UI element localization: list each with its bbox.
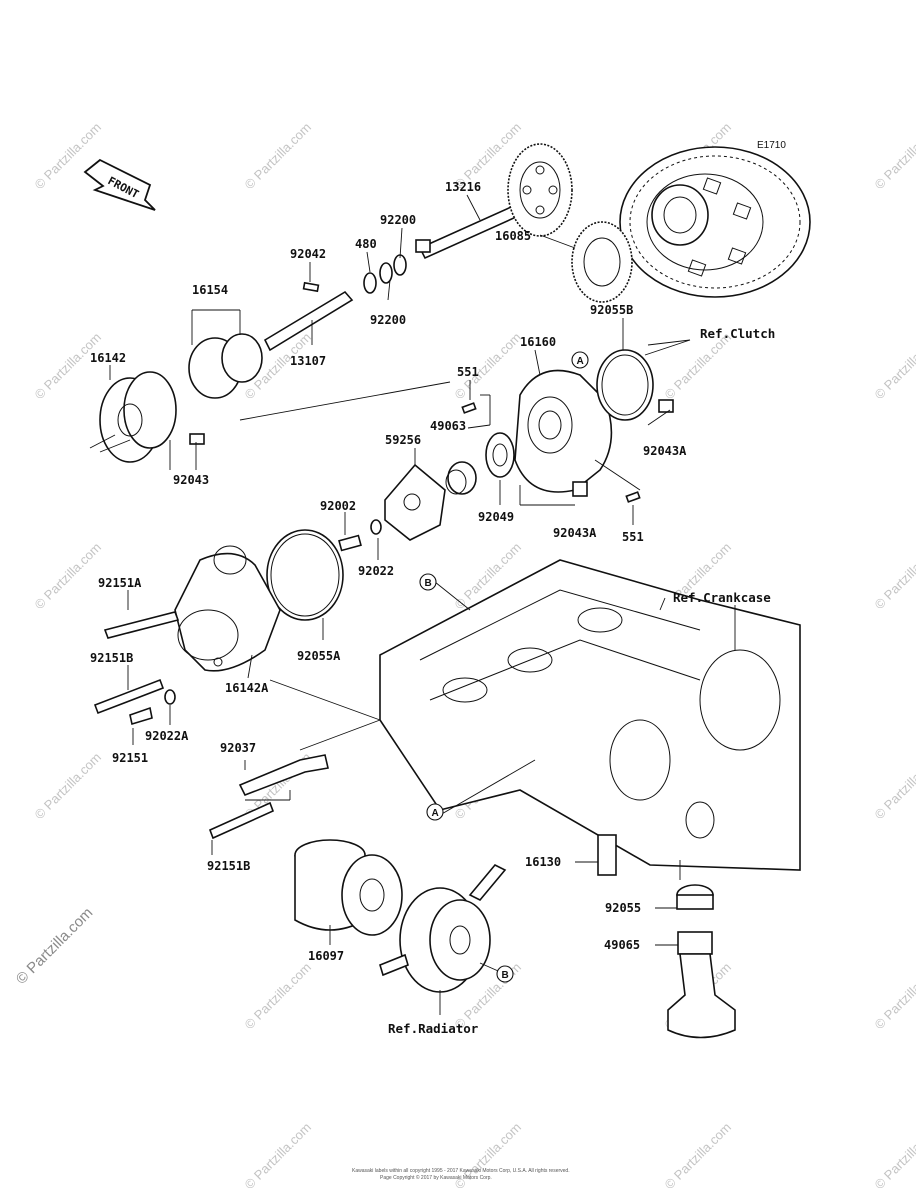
part-label-49063: 49063: [430, 419, 466, 433]
part-label-92200: 92200: [380, 213, 416, 227]
watermark: © Partzilla.com: [872, 120, 916, 193]
part-label-92151: 92151: [112, 751, 148, 765]
oil-strainer-drawing: [667, 931, 736, 1039]
o-ring-92055a-drawing: [266, 529, 344, 621]
impeller-bearing-seal-drawing: [338, 432, 515, 552]
part-label-92037: 92037: [220, 741, 256, 755]
callout-circle-b-bottom: B: [496, 965, 514, 983]
part-label-92151a: 92151A: [98, 576, 142, 590]
oil-cooler-drawing: [379, 864, 507, 993]
part-label-92022: 92022: [358, 564, 394, 578]
part-label-49065: 49065: [604, 938, 640, 952]
callout-circle-b-top: B: [419, 573, 437, 591]
part-number-labels: 13216 92200 480 92042 16085 16154 92200 …: [90, 180, 687, 963]
svg-text:B: B: [425, 578, 432, 589]
part-label-92002: 92002: [320, 499, 356, 513]
front-arrow-marker: FRONT: [83, 158, 156, 211]
part-label-92151b: 92151B: [90, 651, 133, 665]
watermark: © Partzilla.com: [872, 750, 916, 823]
watermark: © Partzilla.com: [872, 330, 916, 403]
bolts-drawing: [93, 611, 275, 840]
watermark: © Partzilla.com: [242, 1120, 315, 1193]
drawing-id: E1710: [757, 140, 786, 151]
part-label-480: 480: [355, 237, 377, 251]
part-label-13216: 13216: [445, 180, 481, 194]
part-label-92022a: 92022A: [145, 729, 189, 743]
part-label-551: 551: [457, 365, 479, 379]
watermark: © Partzilla.com: [32, 750, 105, 823]
part-label-16154: 16154: [192, 283, 228, 297]
part-label-16160: 16160: [520, 335, 556, 349]
part-label-92055: 92055: [605, 901, 641, 915]
crankcase-drawing: [379, 559, 801, 880]
relief-valve-drawing: [597, 834, 617, 876]
part-label-13107: 13107: [290, 354, 326, 368]
leader-lines: [89, 194, 736, 1015]
part-label-92042: 92042: [290, 247, 326, 261]
svg-text:A: A: [432, 808, 439, 819]
watermark: © Partzilla.com: [242, 120, 315, 193]
watermark: © Partzilla.com: [32, 120, 105, 193]
ref-radiator-label: Ref.Radiator: [388, 1021, 479, 1036]
pump-rotor-shaft-drawing: [99, 290, 354, 463]
callout-circle-a-top: A: [571, 351, 589, 369]
watermark: © Partzilla.com: [32, 330, 105, 403]
part-label-92200-lower: 92200: [370, 313, 406, 327]
watermark: © Partzilla.com: [32, 540, 105, 613]
watermark: © Partzilla.com: [872, 960, 916, 1033]
part-label-92043a-lower: 92043A: [553, 526, 597, 540]
pump-cover-drawing: [174, 545, 281, 672]
pump-shaft-gear-drawing: [415, 143, 633, 303]
part-label-551-lower: 551: [622, 530, 644, 544]
part-label-92049: 92049: [478, 510, 514, 524]
watermark: © Partzilla.com: [452, 1120, 525, 1193]
oil-filter-drawing: [294, 839, 403, 936]
part-label-16142: 16142: [90, 351, 126, 365]
part-label-92055a: 92055A: [297, 649, 341, 663]
watermark-large: © Partzilla.com: [13, 904, 96, 987]
ref-clutch-label: Ref.Clutch: [700, 326, 775, 341]
ref-crankcase-label: Ref.Crankcase: [673, 590, 771, 605]
pipe-92037-drawing: [238, 754, 329, 797]
part-label-16130: 16130: [525, 855, 561, 869]
part-label-92043a: 92043A: [643, 444, 687, 458]
footer-copyright-line-1: Kawasaki labels within all copyright 199…: [352, 1168, 570, 1174]
part-label-16097: 16097: [308, 949, 344, 963]
part-label-92055b: 92055B: [590, 303, 633, 317]
part-label-92043: 92043: [173, 473, 209, 487]
part-label-16085: 16085: [495, 229, 531, 243]
pump-body-drawing: [461, 349, 674, 503]
part-label-16142a: 16142A: [225, 681, 269, 695]
svg-text:B: B: [502, 970, 509, 981]
callout-circle-a-bottom: A: [426, 803, 444, 821]
watermark: © Partzilla.com: [242, 960, 315, 1033]
watermark: © Partzilla.com: [872, 540, 916, 613]
part-label-59256: 59256: [385, 433, 421, 447]
watermark: © Partzilla.com: [662, 1120, 735, 1193]
part-label-92151b-lower: 92151B: [207, 859, 250, 873]
clutch-housing-drawing: [619, 146, 811, 298]
footer-copyright-line-2: Page Copyright © 2017 by Kawasaki Motors…: [380, 1174, 492, 1181]
svg-text:A: A: [577, 356, 584, 367]
watermark: © Partzilla.com: [872, 1120, 916, 1193]
